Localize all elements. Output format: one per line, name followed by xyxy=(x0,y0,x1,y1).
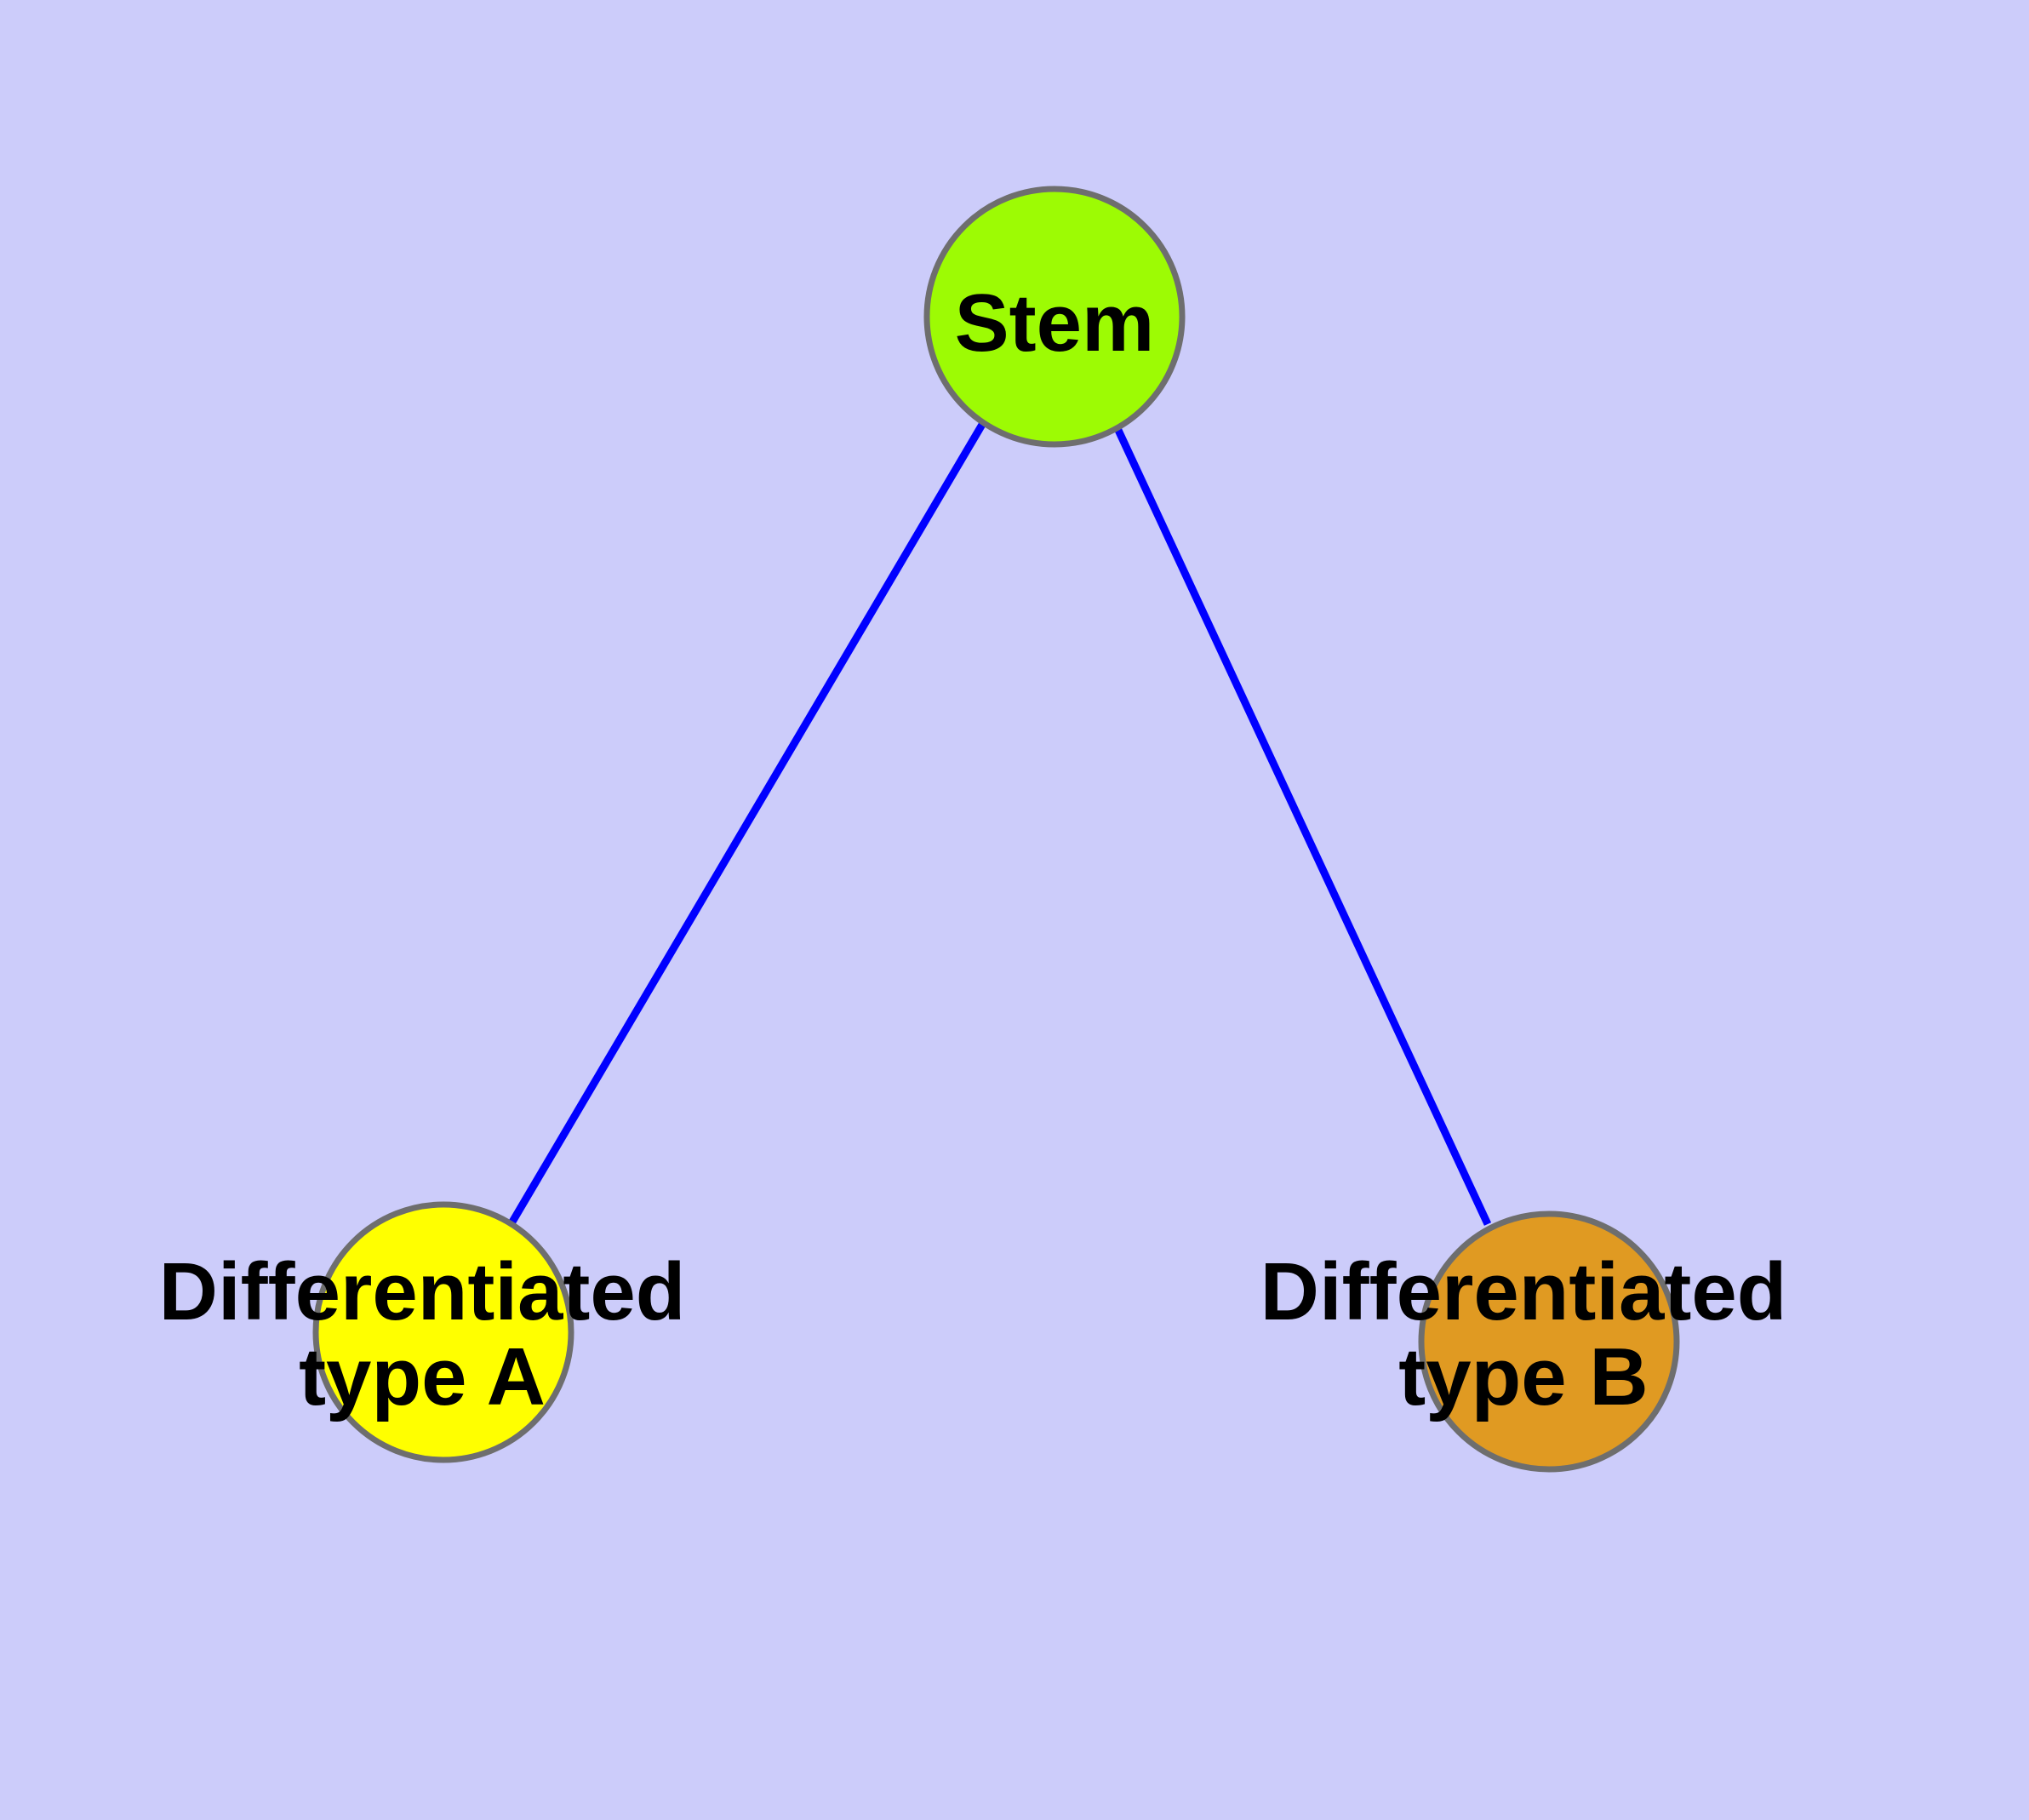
edges-layer xyxy=(508,421,1492,1226)
node-stem-circle[interactable] xyxy=(923,186,1186,448)
node-diff-a-circle[interactable] xyxy=(312,1201,574,1463)
node-stem-label-line-0: Stem xyxy=(955,278,1155,369)
node-stem-label: Stem xyxy=(955,278,1155,369)
node-diff-a-label-line-1: type A xyxy=(299,1331,546,1422)
edge-stem-to-diff-a[interactable] xyxy=(508,421,986,1226)
node-stem[interactable]: Stem xyxy=(923,186,1186,448)
edge-stem-to-diff-b[interactable] xyxy=(1112,425,1492,1226)
node-diff-b-circle[interactable] xyxy=(1418,1210,1680,1473)
node-diff-a-label-line-0: Differentiated xyxy=(159,1246,686,1337)
node-diff-b-label-line-1: type B xyxy=(1398,1331,1648,1422)
node-diff-b-label-line-0: Differentiated xyxy=(1260,1246,1787,1337)
